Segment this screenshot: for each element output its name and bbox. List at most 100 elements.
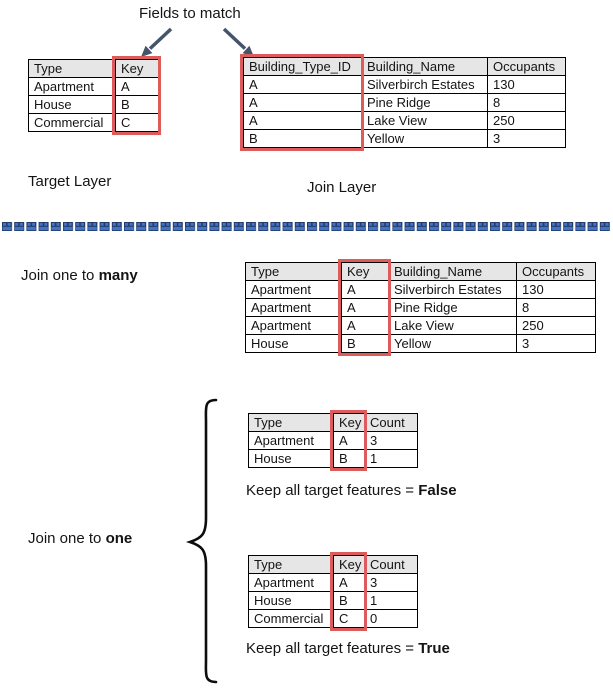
table-cell: A <box>243 93 362 112</box>
table-cell: House <box>245 334 342 353</box>
table-cell: A <box>341 316 389 335</box>
table-cell: B <box>333 449 365 468</box>
table-cell: 3 <box>487 129 566 148</box>
table-header-cell: Building_Name <box>388 262 517 281</box>
table-cell: 8 <box>516 298 596 317</box>
arrow-down-left-icon <box>141 27 173 57</box>
table-cell: Silverbirch Estates <box>388 280 517 299</box>
curly-brace-icon <box>185 398 218 684</box>
table-cell: Apartment <box>28 77 116 96</box>
table-cell: 3 <box>364 573 418 592</box>
table-header-cell: Occupants <box>516 262 596 281</box>
table-cell: A <box>341 280 389 299</box>
table-cell: 3 <box>364 431 418 450</box>
table-cell: Lake View <box>361 111 488 130</box>
table-cell: 3 <box>516 334 596 353</box>
table-cell: C <box>115 113 159 132</box>
table-header-cell: Type <box>248 555 334 574</box>
table-cell: Silverbirch Estates <box>361 75 488 94</box>
table-cell: A <box>341 298 389 317</box>
join-one-to-one-bold: one <box>105 530 133 547</box>
table-cell: House <box>248 449 334 468</box>
table-header-cell: Type <box>245 262 342 281</box>
fields-to-match-title: Fields to match <box>139 5 241 22</box>
table-header-cell: Building_Type_ID <box>243 57 362 76</box>
table-cell: B <box>341 334 389 353</box>
table-cell: B <box>243 129 362 148</box>
table-cell: Commercial <box>248 609 334 628</box>
table-cell: House <box>248 591 334 610</box>
divider-line <box>2 222 611 231</box>
table-cell: A <box>333 573 365 592</box>
join-one-to-one-label: Join one to one <box>28 530 132 547</box>
table-cell: 1 <box>364 591 418 610</box>
table-cell: Commercial <box>28 113 116 132</box>
table-cell: Apartment <box>245 280 342 299</box>
table-cell: 0 <box>364 609 418 628</box>
table-cell: Yellow <box>388 334 517 353</box>
join-layer-label: Join Layer <box>307 179 377 196</box>
table-header-cell: Key <box>333 413 365 432</box>
table-cell: B <box>333 591 365 610</box>
table-header-cell: Key <box>341 262 389 281</box>
keep-false-bold: False <box>418 482 457 499</box>
table-cell: Apartment <box>245 316 342 335</box>
table-cell: A <box>115 77 159 96</box>
table-cell: Apartment <box>248 431 334 450</box>
table-header-cell: Count <box>364 555 418 574</box>
table-cell: C <box>333 609 365 628</box>
table-header-cell: Count <box>364 413 418 432</box>
table-cell: A <box>333 431 365 450</box>
table-header-cell: Type <box>248 413 334 432</box>
table-header-cell: Type <box>28 59 116 78</box>
table-cell: Pine Ridge <box>388 298 517 317</box>
table-cell: 8 <box>487 93 566 112</box>
keep-false-caption: Keep all target features = False <box>246 482 457 499</box>
join-one-to-many-text: Join one to <box>21 267 99 284</box>
table-cell: Lake View <box>388 316 517 335</box>
table-cell: House <box>28 95 116 114</box>
table-header-cell: Key <box>333 555 365 574</box>
keep-true-text: Keep all target features = <box>246 640 419 657</box>
keep-true-caption: Keep all target features = True <box>246 640 450 657</box>
join-one-to-many-bold: many <box>98 267 138 284</box>
table-cell: Yellow <box>361 129 488 148</box>
table-header-cell: Occupants <box>487 57 566 76</box>
keep-false-text: Keep all target features = <box>246 482 419 499</box>
table-cell: Pine Ridge <box>361 93 488 112</box>
keep-true-bold: True <box>418 640 450 657</box>
table-cell: 250 <box>516 316 596 335</box>
table-cell: A <box>243 111 362 130</box>
target-layer-label: Target Layer <box>28 173 112 190</box>
table-cell: 130 <box>516 280 596 299</box>
table-cell: 1 <box>364 449 418 468</box>
